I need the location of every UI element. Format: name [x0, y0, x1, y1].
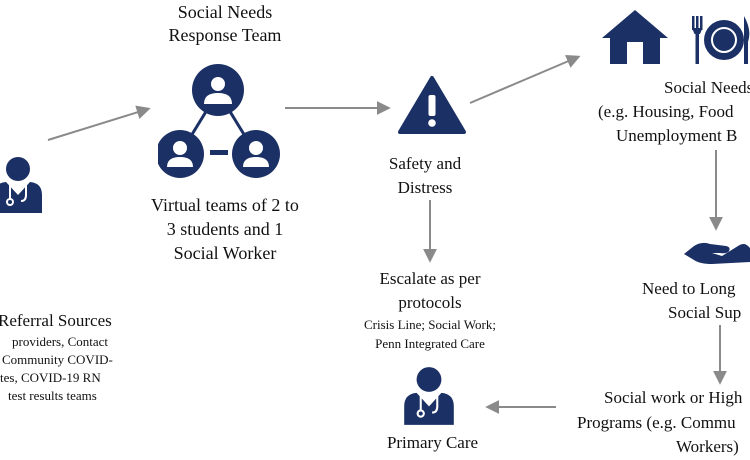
helping-hand-icon: [684, 242, 750, 264]
referral-line-4: test results teams: [8, 388, 97, 403]
safety-title-line-1: Safety and: [388, 154, 462, 173]
support-line-2: Social Sup: [668, 303, 742, 322]
social-needs-line-1: Social Needs: [664, 78, 750, 97]
referral-line-2: Community COVID-: [2, 352, 113, 367]
referral-title: Referral Sources: [0, 311, 112, 330]
arrow-safety-to-needs: [469, 54, 581, 104]
primary-care-label: Primary Care: [386, 433, 479, 452]
team-title-line-1: Social Needs: [177, 2, 273, 22]
warning-triangle-icon: [398, 76, 466, 134]
social-needs-line-2: (e.g. Housing, Food: [598, 102, 734, 121]
doctor-icon: [0, 157, 42, 213]
team-title-line-2: Response Team: [168, 25, 282, 45]
house-icon: [602, 10, 668, 64]
programs-line-2: Programs (e.g. Commu: [577, 413, 736, 432]
team-network-icon: [158, 64, 280, 178]
referral-line-3: tes, COVID-19 RN: [0, 370, 101, 385]
escalate-title-line-2: protocols: [398, 293, 462, 312]
programs-line-1: Social work or High: [604, 388, 743, 407]
referral-line-1: providers, Contact: [12, 334, 109, 349]
fork-plate-knife-icon: [692, 16, 750, 64]
arrow-referral-to-team: [47, 105, 151, 141]
escalate-detail-line-2: Penn Integrated Care: [375, 336, 485, 351]
escalate-detail-line-1: Crisis Line; Social Work;: [364, 317, 496, 332]
safety-title-line-2: Distress: [397, 178, 453, 197]
team-desc-line-1: Virtual teams of 2 to: [151, 195, 299, 215]
doctor-icon: [404, 367, 454, 425]
team-desc-line-3: Social Worker: [173, 243, 277, 263]
escalate-title-line-1: Escalate as per: [379, 269, 481, 288]
support-line-1: Need to Long: [642, 279, 736, 298]
team-desc-line-2: 3 students and 1: [166, 219, 284, 239]
programs-line-3: Workers): [676, 437, 739, 456]
social-needs-line-3: Unemployment B: [616, 126, 738, 145]
